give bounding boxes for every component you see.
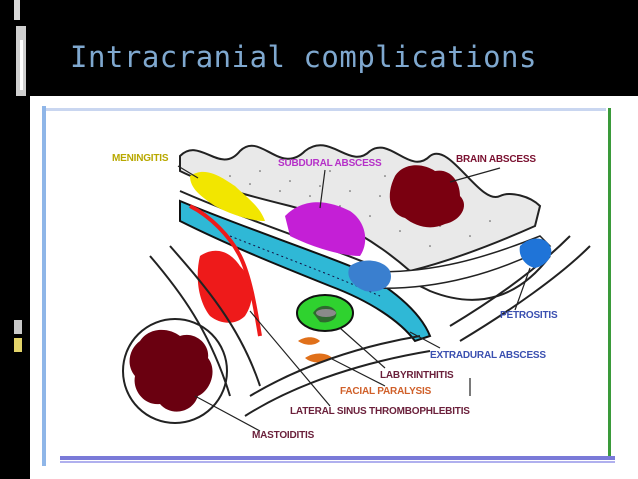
frame-bottom-border bbox=[60, 456, 615, 460]
lateral-sinus-region bbox=[197, 250, 252, 323]
frame-top-border bbox=[46, 108, 606, 111]
intracranial-complications-diagram: MENINGITIS SUBDURAL ABSCESS BRAIN ABSCES… bbox=[42, 106, 615, 466]
label-facial-paralysis: FACIAL PARALYSIS bbox=[340, 386, 432, 397]
facial-paralysis-region bbox=[298, 337, 320, 345]
decorative-left-bars bbox=[14, 0, 30, 479]
label-subdural-abscess: SUBDURAL ABSCESS bbox=[278, 158, 382, 169]
mastoiditis-region bbox=[129, 329, 213, 412]
petrositis-region bbox=[519, 238, 552, 268]
brain-abscess-region bbox=[389, 165, 465, 228]
frame-right-border bbox=[608, 108, 611, 458]
subdural-abscess-region bbox=[285, 202, 366, 256]
label-petrositis: PETROSITIS bbox=[500, 310, 558, 321]
label-labyrinthitis: LABYRINTHITIS bbox=[380, 370, 454, 381]
frame-left-border bbox=[42, 106, 46, 466]
meningitis-region bbox=[190, 171, 265, 221]
slide-title: Intracranial complications bbox=[70, 40, 537, 74]
label-meningitis: MENINGITIS bbox=[112, 153, 169, 164]
label-lateral-sinus-thrombophlebitis: LATERAL SINUS THROMBOPHLEBITIS bbox=[290, 406, 470, 417]
label-brain-abscess: BRAIN ABSCESS bbox=[456, 154, 536, 165]
label-mastoiditis: MASTOIDITIS bbox=[252, 430, 315, 441]
label-extradural-abscess: EXTRADURAL ABSCESS bbox=[430, 350, 546, 361]
diagram-panel: MENINGITIS SUBDURAL ABSCESS BRAIN ABSCES… bbox=[30, 96, 638, 479]
